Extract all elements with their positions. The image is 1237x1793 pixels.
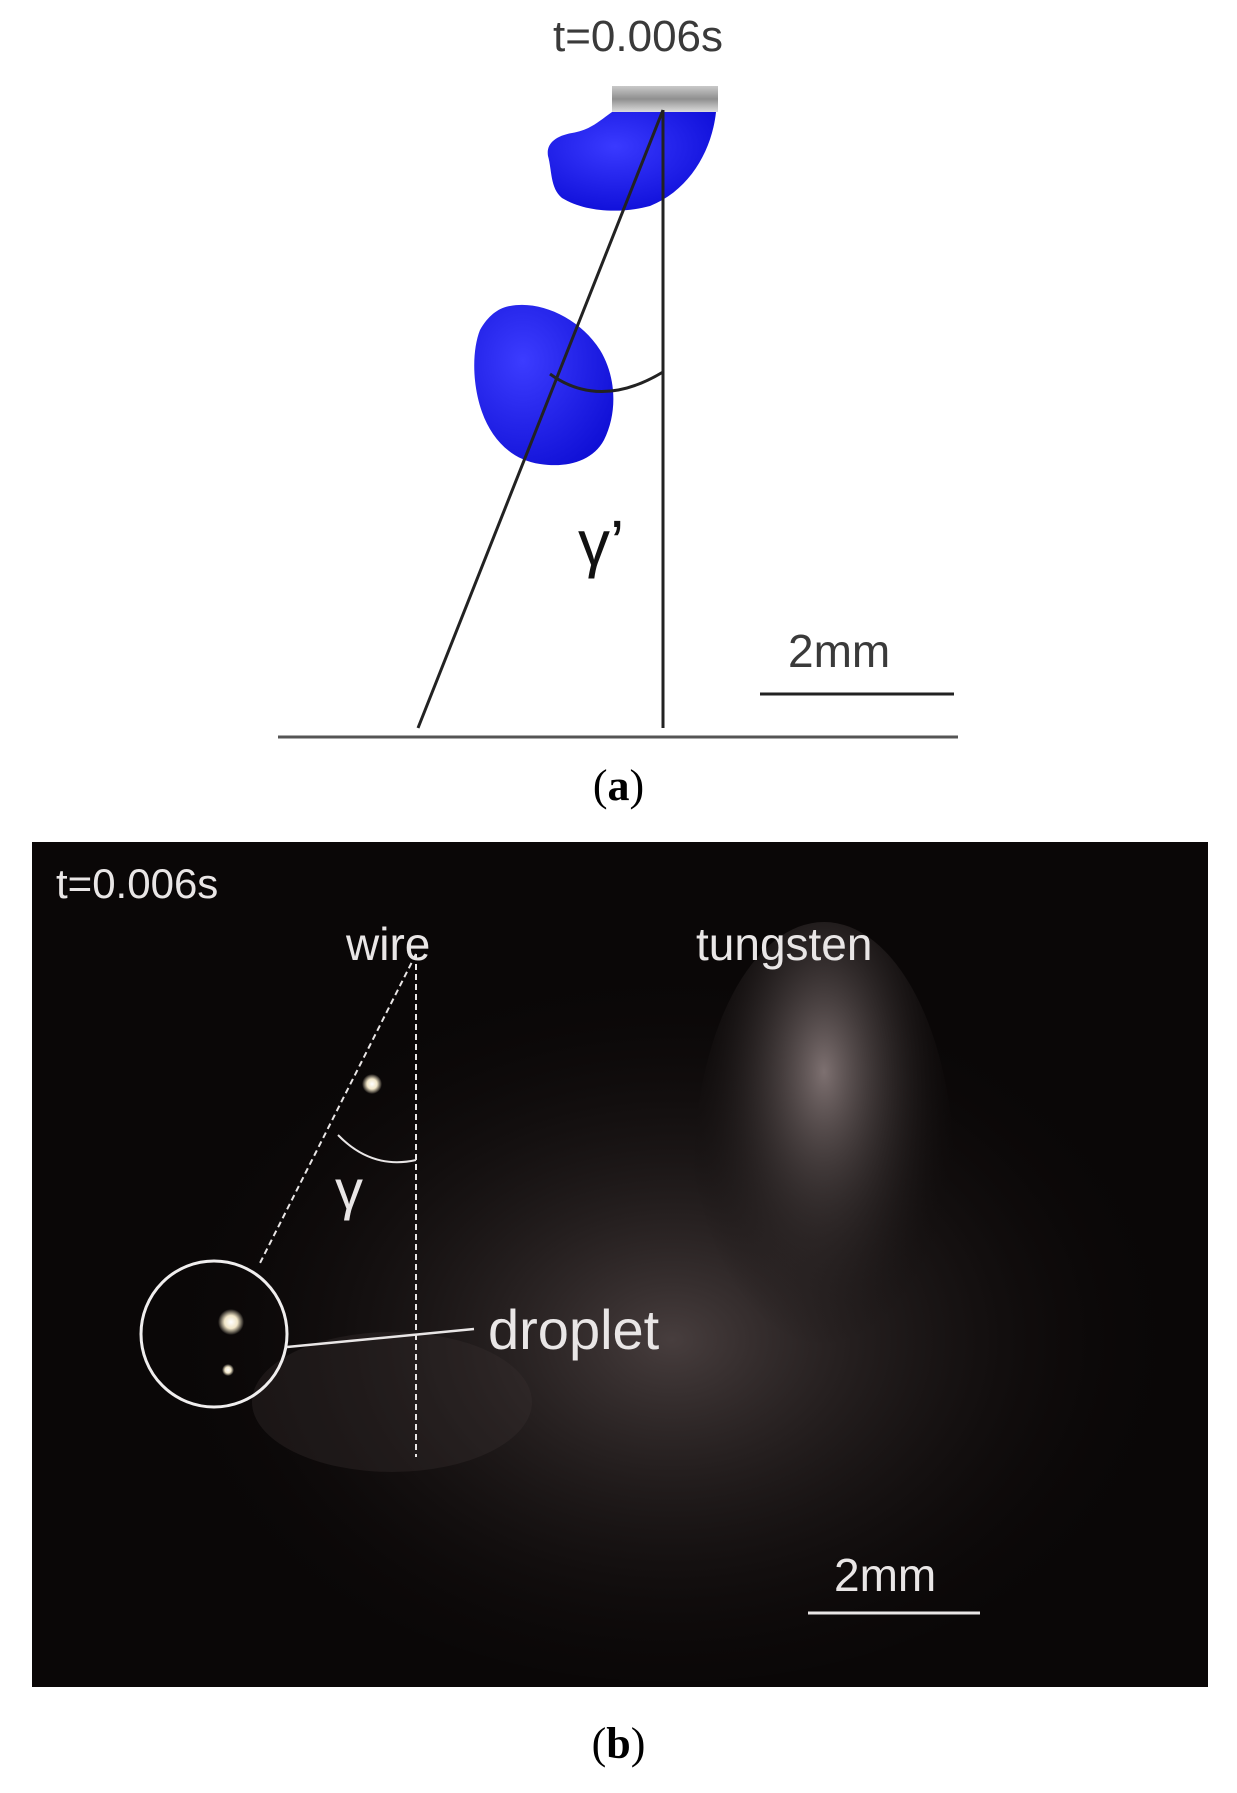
panel-b-angle-label: γ [335, 1158, 363, 1221]
droplet-lower-shape [474, 304, 614, 466]
arc-plasma-glow [152, 922, 1192, 1682]
angle-arc [549, 370, 664, 393]
caption-b-letter: b [606, 1719, 631, 1768]
tungsten-label: tungsten [696, 918, 873, 970]
caption-b: (b) [591, 1719, 646, 1768]
panel-a-scale-label: 2mm [788, 625, 891, 677]
trajectory-line [416, 109, 665, 729]
droplet-upper-shape [547, 112, 716, 211]
panel-b-scale-label: 2mm [834, 1549, 937, 1601]
wire-trajectory-dashed-line [258, 953, 417, 1266]
caption-a-letter: a [607, 761, 630, 810]
wire-tip-dot [362, 1074, 382, 1094]
panel-b-photo-drawing [139, 922, 1192, 1682]
droplet-connector-line [286, 1327, 475, 1349]
weld-pool-glow [252, 1332, 532, 1472]
droplet-bright-dot [218, 1309, 244, 1335]
panel-a-time-label: t=0.006s [553, 12, 724, 61]
wire-label: wire [346, 918, 431, 970]
angle-arc-b [337, 1134, 417, 1164]
droplet-small-dot [222, 1364, 234, 1376]
panel-b-photo: t=0.006s wire tungsten γ droplet 2mm [32, 842, 1208, 1687]
panel-a-diagram [278, 86, 958, 739]
panel-a-angle-label: γ’ [578, 507, 625, 579]
tungsten-glow [694, 922, 954, 1422]
droplet-label: droplet [488, 1298, 660, 1361]
caption-a: (a) [592, 761, 645, 810]
nozzle-shape [612, 86, 718, 112]
droplet-circle [139, 1259, 289, 1409]
panel-b-time-label: t=0.006s [56, 860, 219, 907]
